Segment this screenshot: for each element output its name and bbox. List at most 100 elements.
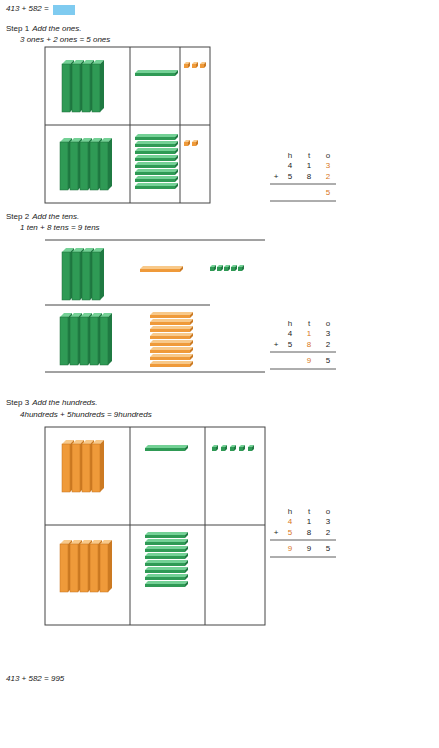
place-value-digit: 9 bbox=[307, 356, 311, 365]
place-value-digit: 3 bbox=[326, 517, 330, 526]
one-cube bbox=[239, 445, 245, 451]
place-value-digit: h bbox=[288, 507, 292, 516]
place-value-digit: 1 bbox=[307, 329, 311, 338]
chart-divider bbox=[45, 372, 265, 373]
ones-cubes bbox=[212, 445, 254, 451]
ones-cubes bbox=[184, 62, 206, 146]
ten-rod bbox=[150, 354, 193, 360]
one-cube bbox=[230, 445, 236, 451]
step-text: Step 3 bbox=[6, 398, 29, 408]
ten-rod bbox=[145, 553, 188, 559]
place-value-digit: t bbox=[308, 319, 310, 329]
place-value-digit: 9 bbox=[288, 544, 292, 553]
sum-rules bbox=[270, 184, 336, 557]
place-value-digit: 9 bbox=[307, 356, 311, 366]
one-cube bbox=[184, 140, 190, 146]
chart-border bbox=[45, 427, 265, 625]
ten-rod bbox=[150, 347, 193, 353]
place-value-digit: 2 bbox=[326, 528, 330, 537]
ten-rod bbox=[135, 176, 178, 182]
place-value-digit: 5 bbox=[288, 528, 292, 537]
place-value-digit: o bbox=[326, 151, 330, 161]
place-value-digit: 4 bbox=[288, 517, 292, 527]
place-value-digit: t bbox=[308, 507, 310, 516]
place-value-digit: 1 bbox=[307, 329, 311, 339]
place-value-digit: + bbox=[274, 172, 279, 181]
one-cube bbox=[192, 140, 198, 146]
sum-rule bbox=[270, 369, 336, 370]
ones-cubes bbox=[210, 265, 244, 271]
problem-title: 413 + 582 = bbox=[6, 4, 49, 14]
chart-divider bbox=[45, 125, 210, 126]
place-value-digit: 9 bbox=[307, 544, 311, 554]
one-cube bbox=[231, 265, 237, 271]
chart-divider bbox=[45, 525, 265, 526]
ten-rod bbox=[150, 319, 193, 325]
place-value-digit: 3 bbox=[326, 517, 330, 527]
place-value-digit: o bbox=[326, 507, 330, 516]
ten-rod bbox=[145, 574, 188, 580]
one-cube bbox=[192, 62, 198, 68]
answer-caption: 413 + 582 = 995 bbox=[6, 674, 64, 684]
ten-rod bbox=[135, 169, 178, 175]
answer-caption: 413 + 582 = 995 bbox=[6, 674, 64, 683]
one-cube bbox=[200, 62, 206, 68]
step-text: 3 ones + 2 ones = 5 ones bbox=[20, 35, 110, 44]
place-value-digit: 2 bbox=[326, 172, 330, 181]
ten-rod bbox=[140, 266, 183, 272]
hundred-flat bbox=[92, 248, 104, 300]
problem-title: 413 + 582 = bbox=[6, 4, 49, 13]
step-text: Step 3 bbox=[6, 398, 29, 407]
hundred-flat bbox=[100, 540, 112, 592]
place-value-digit: h bbox=[288, 319, 292, 328]
one-cube bbox=[221, 445, 227, 451]
place-value-digit: 1 bbox=[307, 161, 311, 170]
step-text: 4hundreds + 5hundreds = 9hundreds bbox=[20, 410, 152, 419]
place-value-chart bbox=[45, 47, 210, 203]
place-value-digit: 2 bbox=[326, 172, 330, 182]
place-value-digit: 4 bbox=[288, 161, 292, 171]
hundreds-blocks bbox=[60, 440, 112, 592]
place-value-digit: 5 bbox=[288, 172, 292, 181]
chart-divider bbox=[205, 427, 206, 625]
sum-rule bbox=[270, 557, 336, 558]
step-text: Add the hundreds. bbox=[32, 398, 97, 407]
place-value-digit: + bbox=[274, 528, 279, 538]
ten-rod bbox=[150, 361, 193, 367]
place-value-digit: + bbox=[274, 340, 279, 349]
ten-rod bbox=[145, 532, 188, 538]
step-text: Add the ones. bbox=[32, 24, 81, 34]
place-value-digit: o bbox=[326, 151, 330, 160]
tens-rods bbox=[135, 70, 178, 189]
place-value-digit: 2 bbox=[326, 528, 330, 538]
place-value-digit: 4 bbox=[288, 329, 292, 338]
place-value-chart bbox=[45, 427, 265, 625]
place-value-digit: 8 bbox=[307, 172, 311, 182]
ten-rod bbox=[135, 155, 178, 161]
place-value-digit: 8 bbox=[307, 528, 311, 538]
place-value-digit: 5 bbox=[288, 340, 292, 350]
step-text: 3 ones + 2 ones = 5 ones bbox=[20, 35, 110, 45]
ten-rod bbox=[135, 183, 178, 189]
tens-rods bbox=[140, 266, 193, 367]
step-text: 1 ten + 8 tens = 9 tens bbox=[20, 223, 100, 233]
chart-divider bbox=[130, 427, 131, 625]
step-text: Add the hundreds. bbox=[32, 398, 97, 408]
place-value-digit: 9 bbox=[307, 544, 311, 553]
place-value-digit: 1 bbox=[307, 517, 311, 527]
place-value-digit: 5 bbox=[326, 544, 330, 554]
step-text: 1 ten + 8 tens = 9 tens bbox=[20, 223, 100, 232]
hundreds-blocks bbox=[60, 248, 112, 365]
ten-rod bbox=[145, 567, 188, 573]
place-value-digit: + bbox=[274, 340, 279, 350]
place-value-digit: 1 bbox=[307, 517, 311, 526]
place-value-chart bbox=[45, 240, 265, 372]
place-value-digit: 2 bbox=[326, 340, 330, 349]
place-value-digit: t bbox=[308, 507, 310, 517]
one-cube bbox=[248, 445, 254, 451]
chart-divider bbox=[45, 240, 265, 241]
hundreds-blocks bbox=[60, 60, 112, 190]
chart-divider bbox=[45, 305, 210, 306]
